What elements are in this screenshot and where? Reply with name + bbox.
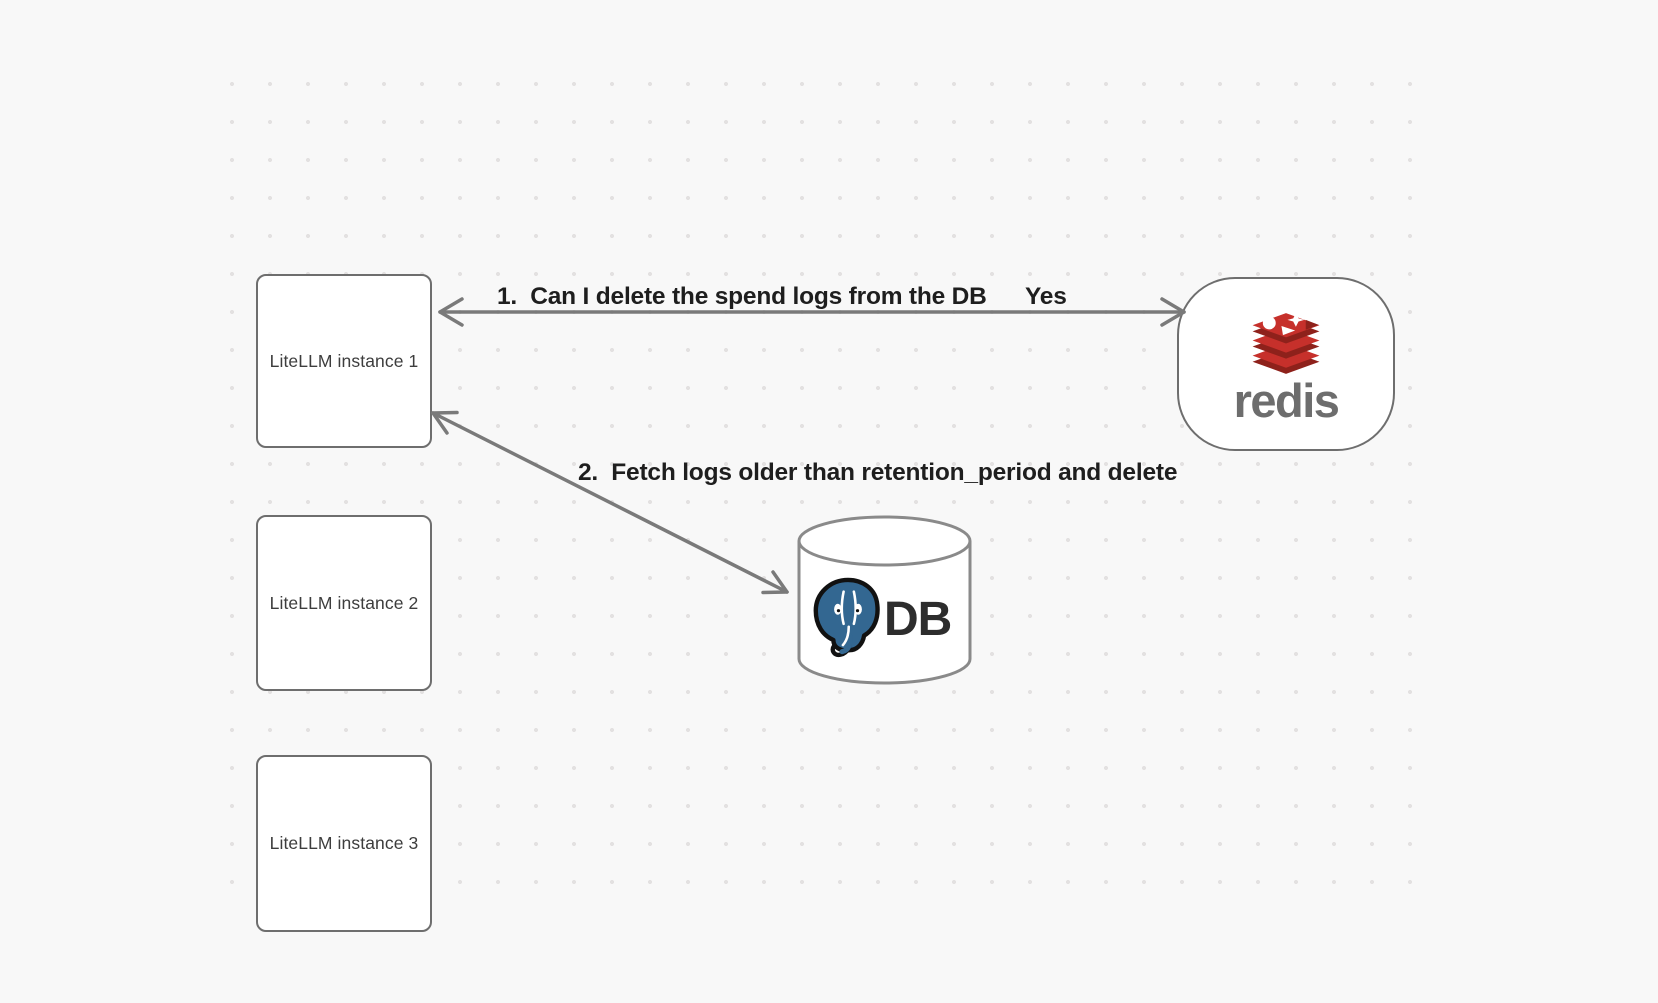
arrow1-label[interactable]: 1. Can I delete the spend logs from the … bbox=[497, 283, 987, 310]
arrow-redis-to-instance1[interactable] bbox=[438, 297, 1186, 327]
redis-node[interactable]: redis bbox=[1177, 277, 1395, 451]
litellm-instance-2-label: LiteLLM instance 2 bbox=[269, 592, 419, 613]
postgresql-elephant-icon bbox=[813, 577, 880, 658]
redis-wordmark: redis bbox=[1233, 373, 1340, 427]
litellm-instance-3-node[interactable]: LiteLLM instance 3 bbox=[256, 755, 432, 932]
litellm-instance-3-label: LiteLLM instance 3 bbox=[269, 833, 419, 853]
litellm-instance-1-node[interactable]: LiteLLM instance 1 bbox=[256, 274, 432, 448]
litellm-instance-1-label: LiteLLM instance 1 bbox=[269, 350, 419, 371]
arrow-instance1-to-db[interactable] bbox=[431, 410, 789, 595]
litellm-instance-2-node[interactable]: LiteLLM instance 2 bbox=[256, 515, 432, 691]
redis-logo-icon bbox=[1252, 312, 1320, 374]
db-label: DB bbox=[884, 593, 952, 646]
arrow2-label[interactable]: 2. Fetch logs older than retention_perio… bbox=[578, 459, 1178, 486]
arrow1-answer-label[interactable]: Yes bbox=[1025, 283, 1067, 310]
